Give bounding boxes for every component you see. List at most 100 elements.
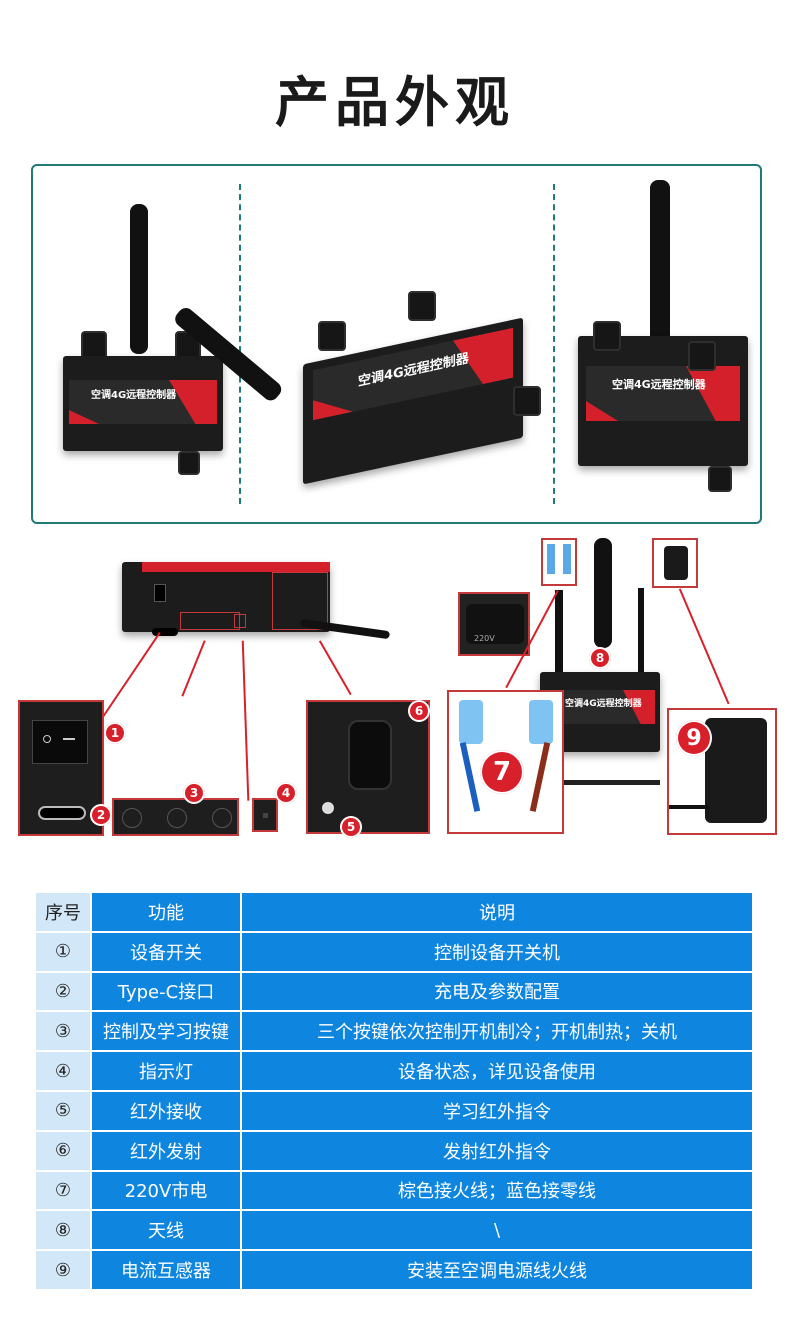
- cell-description: \: [242, 1211, 754, 1252]
- wire-terminals-highlight: [541, 538, 577, 586]
- cell-no: ③: [36, 1012, 92, 1053]
- cable-gland-image: [408, 291, 436, 321]
- table-row: ⑥ 红外发射 发射红外指令: [36, 1131, 754, 1172]
- product-view-front-top: 空调4G远程控制器: [568, 166, 758, 506]
- cell-description: 学习红外指令: [242, 1091, 754, 1132]
- cable-gland-image: [708, 466, 732, 492]
- detail-indicator: [252, 798, 278, 832]
- usb-c-icon: [38, 806, 86, 820]
- cell-function: 设备开关: [92, 932, 242, 973]
- cell-description: 安装至空调电源线火线: [242, 1251, 754, 1291]
- cell-description: 设备状态，详见设备使用: [242, 1052, 754, 1092]
- cell-description: 发射红外指令: [242, 1131, 754, 1172]
- table-row: ① 设备开关 控制设备开关机: [36, 932, 754, 973]
- device-body-image: 空调4G远程控制器: [578, 336, 748, 466]
- header-function: 功能: [92, 893, 242, 933]
- cell-function: 天线: [92, 1211, 242, 1252]
- cable-gland-image: [593, 321, 621, 351]
- ct-clamp-image: [705, 718, 767, 823]
- cable-gland-image: [513, 386, 541, 416]
- cell-no: ④: [36, 1052, 92, 1092]
- table-row: ④ 指示灯 设备状态，详见设备使用: [36, 1052, 754, 1092]
- voltage-label: 220V: [474, 634, 495, 643]
- product-views-frame: 空调4G远程控制器 空调4G远程控制器 空调4G远程控制器: [31, 164, 762, 524]
- cell-no: ①: [36, 932, 92, 973]
- blue-terminal-image: [529, 700, 553, 744]
- cell-no: ⑦: [36, 1171, 92, 1212]
- table-row: ② Type-C接口 充电及参数配置: [36, 972, 754, 1013]
- table-row: ⑨ 电流互感器 安装至空调电源线火线: [36, 1251, 754, 1291]
- type-c-port-image: [152, 628, 178, 636]
- blue-wire-image: [459, 742, 481, 812]
- leader-line: [679, 588, 730, 705]
- cell-function: 红外发射: [92, 1131, 242, 1172]
- marker-5: 5: [340, 816, 362, 838]
- marker-6: 6: [408, 700, 430, 722]
- table-row: ⑧ 天线 \: [36, 1211, 754, 1252]
- cell-function: 220V市电: [92, 1171, 242, 1212]
- marker-9: 9: [676, 720, 712, 756]
- power-switch-image: [154, 584, 166, 602]
- table-row: ③ 控制及学习按键 三个按键依次控制开机制冷；开机制热；关机: [36, 1012, 754, 1053]
- leader-line: [319, 640, 352, 695]
- cable-gland-image: [81, 331, 107, 359]
- antenna-image: [130, 204, 148, 354]
- cell-no: ②: [36, 972, 92, 1013]
- buttons-highlight: [180, 612, 240, 630]
- page-title: 产品外观: [275, 71, 515, 134]
- device-brand-label: 空调4G远程控制器: [91, 390, 177, 401]
- antenna-image: [650, 180, 670, 350]
- ct-highlight: [652, 538, 698, 588]
- marker-2: 2: [90, 804, 112, 826]
- cable-gland-image: [318, 321, 346, 351]
- leader-line: [242, 640, 250, 801]
- device-brand-label: 空调4G远程控制器: [565, 699, 642, 709]
- product-view-front: 空调4G远程控制器: [53, 166, 233, 506]
- cell-description: 控制设备开关机: [242, 932, 754, 973]
- marker-8: 8: [589, 647, 611, 669]
- marker-3: 3: [183, 782, 205, 804]
- device-body-image: 空调4G远程控制器: [63, 356, 223, 451]
- antenna-image: [594, 538, 612, 648]
- cable-gland-image: [688, 341, 716, 371]
- cell-function: 红外接收: [92, 1091, 242, 1132]
- header-no: 序号: [36, 893, 92, 933]
- cell-function: 控制及学习按键: [92, 1012, 242, 1053]
- cell-no: ⑧: [36, 1211, 92, 1252]
- ir-gland-image: [348, 720, 392, 790]
- marker-4: 4: [275, 782, 297, 804]
- ir-highlight: [272, 572, 328, 630]
- detail-220v-label: 220V: [458, 592, 530, 656]
- cell-function: Type-C接口: [92, 972, 242, 1013]
- power-cable-image: [555, 590, 563, 680]
- detail-buttons: [112, 798, 239, 836]
- ct-cable-image: [638, 588, 644, 678]
- brown-wire-image: [529, 742, 551, 812]
- spec-table: 序号 功能 说明 ① 设备开关 控制设备开关机 ② Type-C接口 充电及参数…: [36, 893, 754, 1291]
- cable-gland-image: [178, 451, 200, 475]
- view-divider-left: [239, 184, 241, 504]
- cell-function: 指示灯: [92, 1052, 242, 1092]
- cell-description: 棕色接火线；蓝色接零线: [242, 1171, 754, 1212]
- leader-line: [181, 640, 206, 697]
- cell-description: 三个按键依次控制开机制冷；开机制热；关机: [242, 1012, 754, 1053]
- cell-function: 电流互感器: [92, 1251, 242, 1291]
- table-row: ⑤ 红外接收 学习红外指令: [36, 1091, 754, 1132]
- marker-1: 1: [104, 722, 126, 744]
- device-side-image: [122, 562, 330, 636]
- table-header-row: 序号 功能 说明: [36, 893, 754, 933]
- ir-receiver-image: [322, 802, 334, 814]
- cable-image: [560, 780, 660, 785]
- table-row: ⑦ 220V市电 棕色接火线；蓝色接零线: [36, 1171, 754, 1212]
- detail-ir-emitter: [306, 700, 430, 834]
- cell-description: 充电及参数配置: [242, 972, 754, 1013]
- cell-no: ⑤: [36, 1091, 92, 1132]
- blue-terminal-image: [459, 700, 483, 744]
- device-brand-label: 空调4G远程控制器: [358, 351, 469, 390]
- header-description: 说明: [242, 893, 754, 933]
- device-brand-label: 空调4G远程控制器: [612, 378, 706, 391]
- marker-7: 7: [480, 750, 524, 794]
- rocker-switch-image: [32, 720, 88, 764]
- indicator-highlight: [234, 614, 246, 628]
- cell-no: ⑨: [36, 1251, 92, 1291]
